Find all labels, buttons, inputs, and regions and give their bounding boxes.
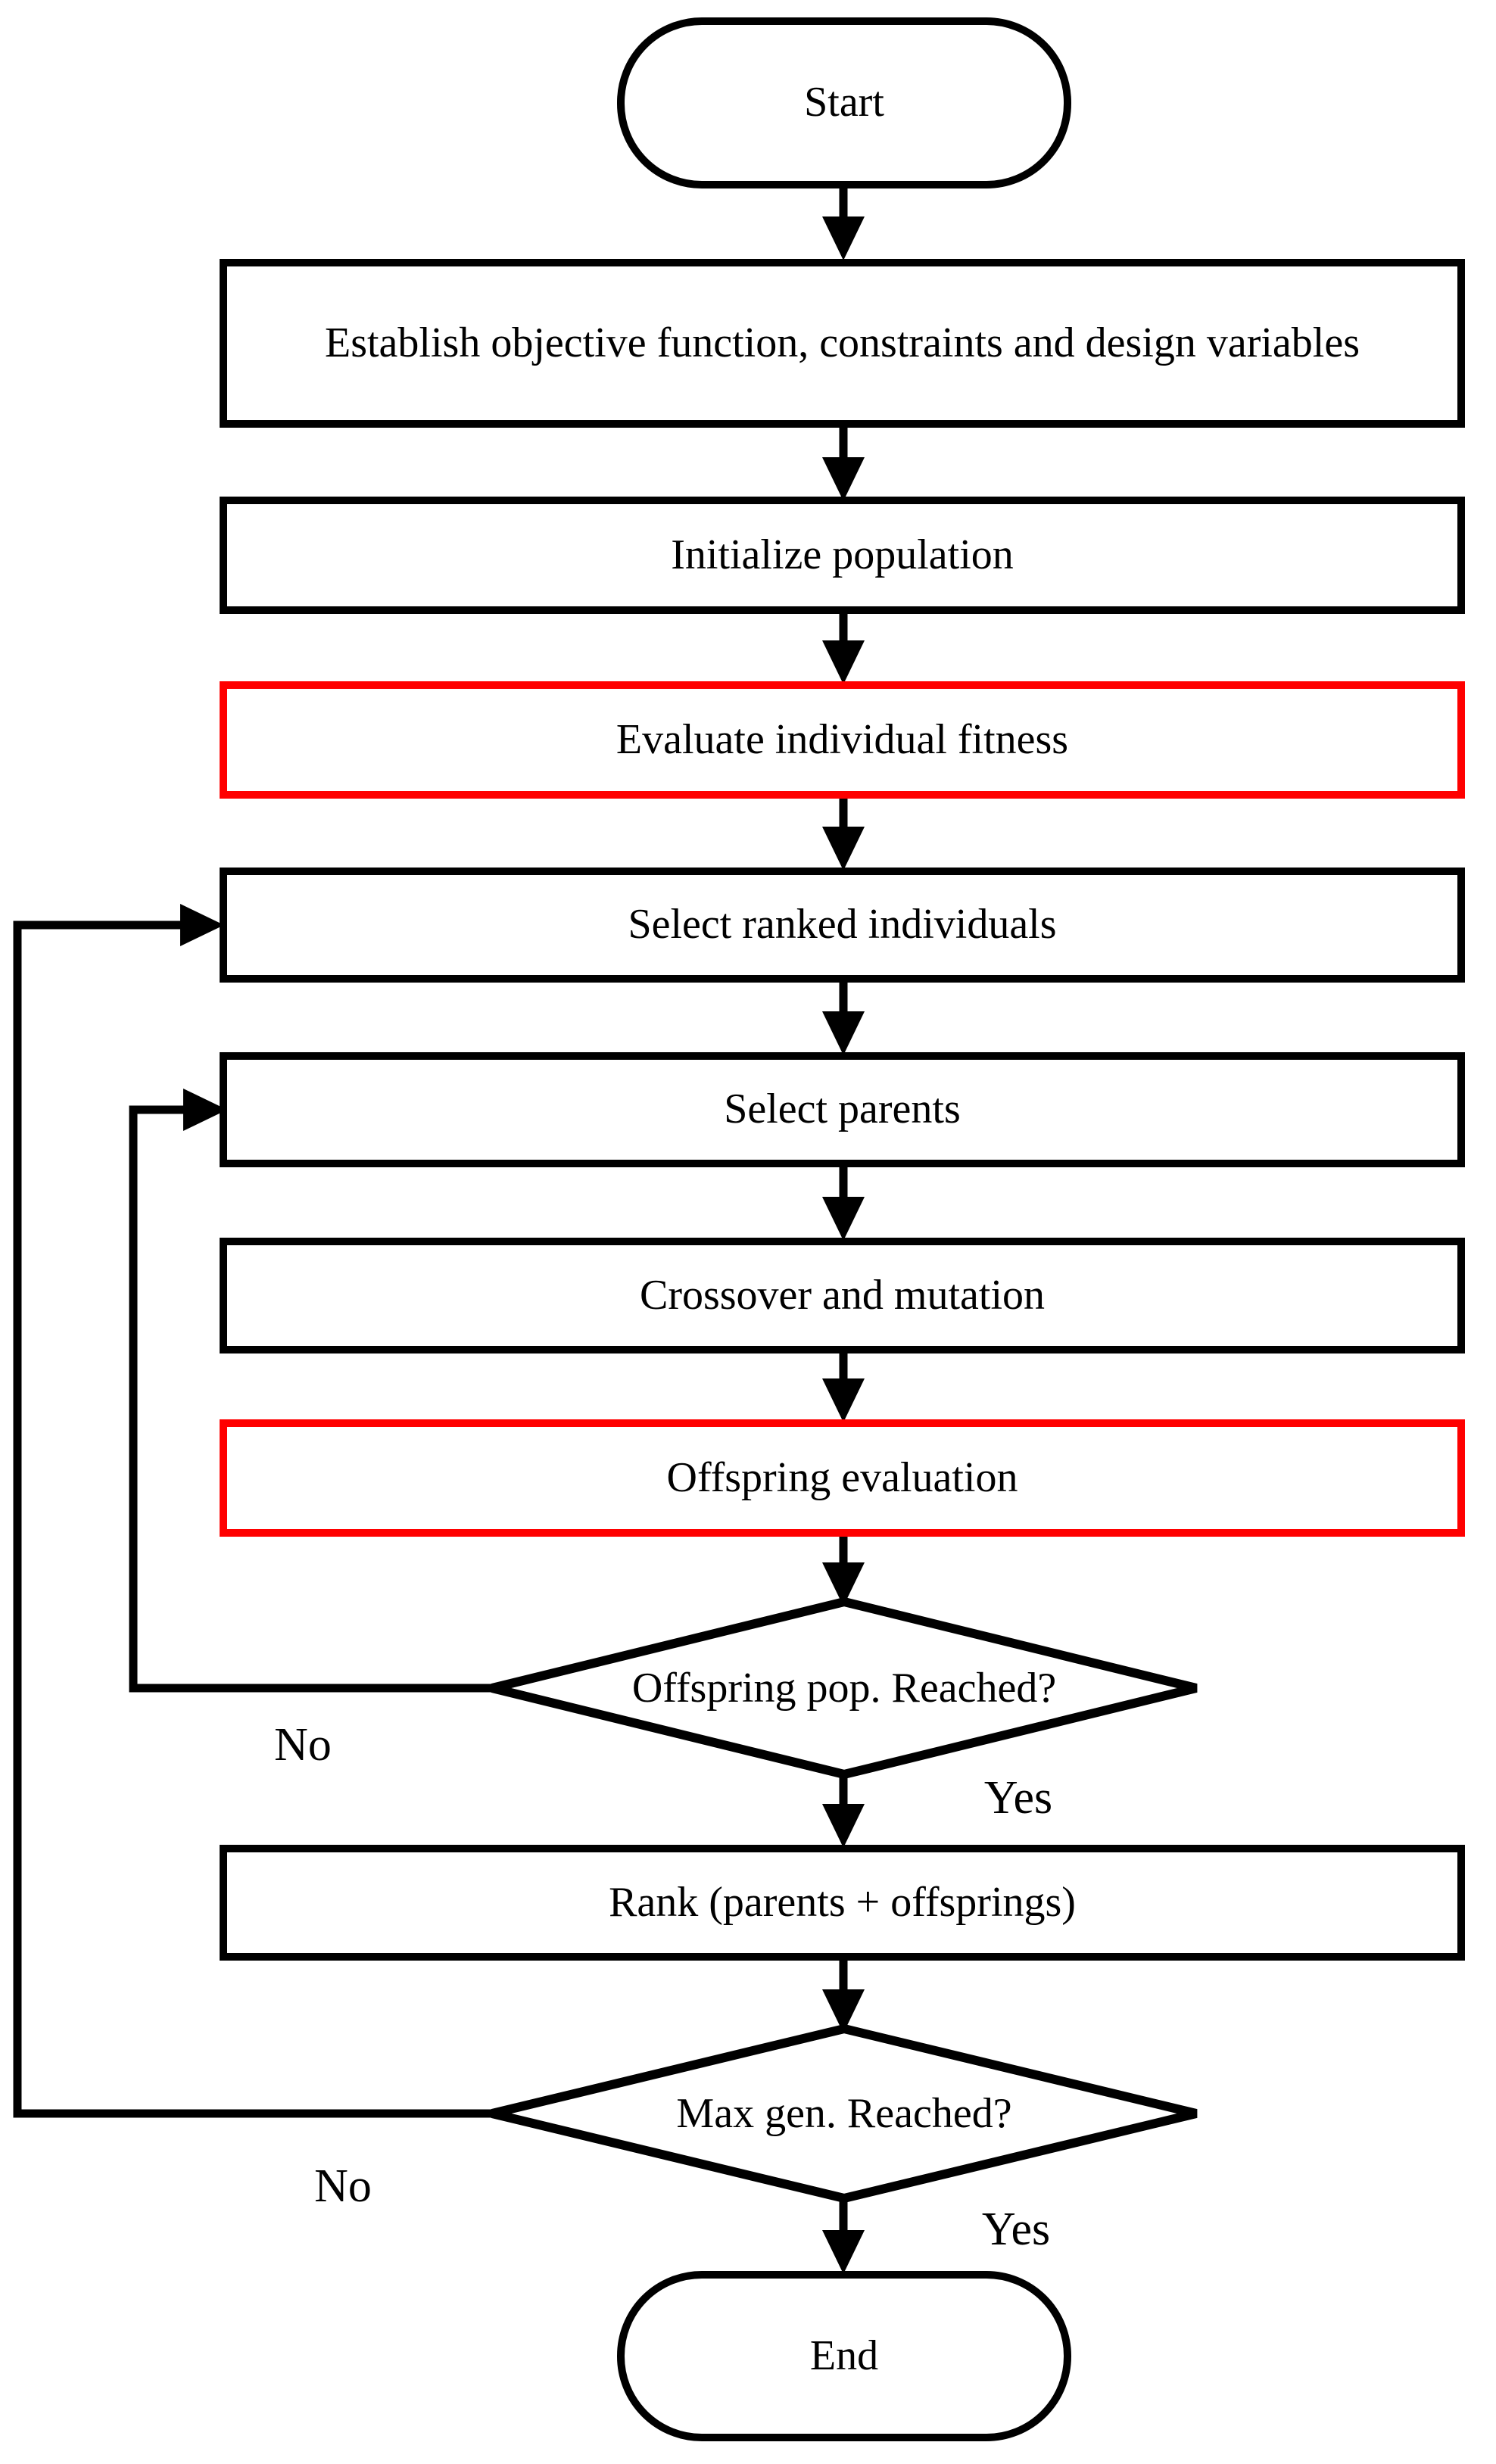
arrowhead-decision-rank	[822, 1804, 865, 1848]
edge-label-offspring-yes: Yes	[983, 1772, 1053, 1824]
node-end: End	[617, 2271, 1071, 2441]
loop-maxgen-no-line	[13, 920, 492, 2118]
node-rank-parents-offsprings: Rank (parents + offsprings)	[220, 1845, 1465, 1961]
node-establish-objective: Establish objective function, constraint…	[220, 259, 1465, 428]
decision-offspring-pop-label: Offspring pop. Reached?	[631, 1665, 1057, 1712]
decision-max-gen-label: Max gen. Reached?	[676, 2090, 1012, 2137]
arrowhead-select-ranked-select-parents	[822, 1011, 865, 1055]
flow-arrows	[822, 188, 865, 2274]
arrowhead-crossover-offspring-eval	[822, 1378, 865, 1422]
node-select-ranked-individuals: Select ranked individuals	[220, 868, 1465, 983]
loop-maxgen-no-arrowhead	[180, 904, 224, 946]
arrowhead-rank-maxgen-decision	[822, 1989, 865, 2033]
arrowhead-start-establish	[822, 216, 865, 260]
arrowhead-maxgen-end	[822, 2230, 865, 2274]
edge-label-maxgen-no: No	[314, 2160, 372, 2212]
decision-diamond-max-gen	[491, 2023, 1198, 2204]
arrowhead-offspring-eval-decision	[822, 1562, 865, 1606]
loop-offspring-no-arrowhead	[183, 1089, 227, 1131]
arrowhead-initialize-evaluate	[822, 640, 865, 684]
node-offspring-evaluation: Offspring evaluation	[220, 1419, 1465, 1537]
edge-label-maxgen-yes: Yes	[981, 2203, 1051, 2255]
node-crossover-and-mutation: Crossover and mutation	[220, 1238, 1465, 1353]
node-select-parents: Select parents	[220, 1052, 1465, 1167]
edge-label-offspring-no: No	[274, 1718, 332, 1771]
node-evaluate-individual-fitness: Evaluate individual fitness	[220, 681, 1465, 799]
node-start: Start	[617, 17, 1071, 188]
node-initialize-population: Initialize population	[220, 497, 1465, 614]
arrowhead-establish-initialize	[822, 457, 865, 501]
arrowhead-evaluate-select-ranked	[822, 827, 865, 871]
loop-offspring-no-line	[129, 1105, 492, 1693]
decision-diamond-offspring-pop	[491, 1596, 1198, 1780]
arrowhead-select-parents-crossover	[822, 1197, 865, 1241]
